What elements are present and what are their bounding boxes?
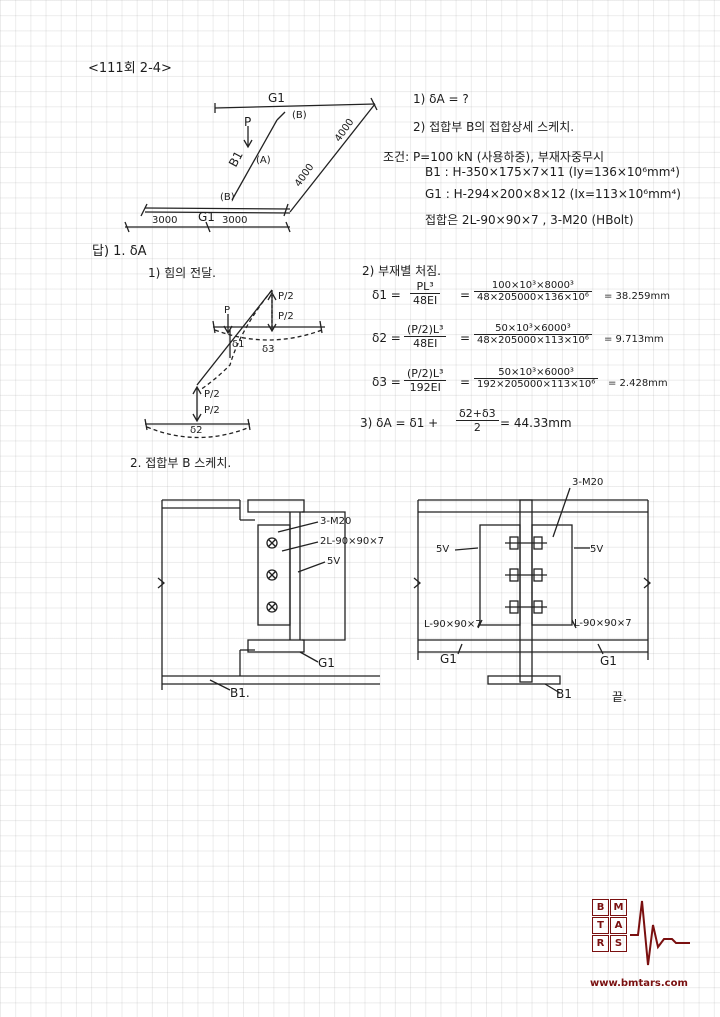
logo-pulse-icon [630, 900, 690, 966]
eq1-result: = 38.259mm [604, 291, 671, 302]
right-sketch-bolt-label: 3-M20 [572, 477, 604, 488]
question-2: 2) 접합부 B의 접합상세 스케치. [413, 120, 575, 134]
plan-dim-left: 3000 [152, 215, 178, 226]
right-sketch-g1-right-label: G1 [600, 654, 617, 668]
logo-letter: B [592, 899, 609, 916]
deflection-label-d3: δ3 [262, 344, 275, 355]
plan-beam-g1-bottom [144, 207, 291, 210]
right-sketch-weld-left-label: 5V [436, 544, 450, 555]
eq4-result: = 44.33mm [500, 416, 572, 430]
left-sketch-bolt-label: 3-M20 [320, 516, 352, 527]
left-sketch-bolt [266, 601, 278, 613]
logo-letter: T [592, 917, 609, 934]
plan-beam-right [289, 103, 376, 213]
answer-heading: 답) 1. δA [92, 244, 147, 259]
left-sketch-angle-label: 2L-90×90×7 [320, 536, 384, 547]
page-title: <111회 2-4> [88, 61, 172, 76]
question-1: 1) δA = ? [413, 92, 469, 106]
plan-label-g1-top: G1 [268, 91, 285, 105]
left-sketch-weld-label: 5V [327, 556, 341, 567]
left-sketch-bolt [266, 569, 278, 581]
right-sketch-b1-web [519, 499, 533, 683]
left-sketch-g1-label: G1 [318, 656, 335, 670]
eq1-lhs: δ1 = [372, 288, 401, 302]
answer-step-2: 2) 부재별 처짐. [362, 264, 441, 278]
plan-label-p: P [244, 115, 252, 129]
eq1-equals: = [460, 288, 471, 302]
deflection-label-p-load: P [224, 305, 231, 316]
condition-line-4: 접합은 2L-90×90×7 , 3-M20 (HBolt) [425, 213, 634, 227]
plan-label-b-top: (B) [292, 110, 307, 121]
right-sketch-weld-right-label: 5V [590, 544, 604, 555]
deflection-label-d2: δ2 [190, 425, 203, 436]
eq2-result: = 9.713mm [604, 334, 664, 345]
plan-beam-g1-top [214, 103, 376, 109]
logo-letter: S [610, 935, 627, 952]
plan-label-g1-bottom: G1 [198, 210, 215, 224]
right-sketch-angle-right-label: L-90×90×7 [574, 618, 632, 629]
condition-line-1: 조건: P=100 kN (사용하중), 부재자중무시 [383, 150, 605, 164]
eq3-equals: = [460, 375, 471, 389]
eq2-equals: = [460, 331, 471, 345]
deflection-label-p-low2: P/2 [204, 405, 220, 416]
right-sketch-angle-left-label: L-90×90×7 [424, 619, 482, 630]
plan-label-b-bottom: (B) [220, 192, 235, 203]
plan-label-a: (A) [256, 155, 271, 166]
deflection-label-d1: δ1 [232, 339, 245, 350]
logo-letter: A [610, 917, 627, 934]
plan-dim-right: 3000 [222, 215, 248, 226]
left-sketch-bolt [266, 537, 278, 549]
right-sketch-b1-bottom-flange [487, 675, 561, 685]
left-sketch-b1-label: B1. [230, 686, 250, 700]
right-sketch-bolts [505, 536, 547, 614]
eq2-lhs: δ2 = [372, 331, 401, 345]
end-mark: 끝. [612, 690, 627, 704]
bmtars-logo: B M T A R S www.bmtars.com [590, 895, 692, 990]
eq4-lhs: 3) δA = δ1 + [360, 416, 439, 430]
answer-step-1: 1) 힘의 전달. [148, 266, 216, 280]
deflection-label-p-low1: P/2 [204, 389, 220, 400]
deflection-label-p-top: P/2 [278, 291, 294, 302]
left-sketch-g1-top-flange [247, 499, 305, 513]
logo-url: www.bmtars.com [590, 978, 688, 989]
eq3-result: = 2.428mm [608, 378, 668, 389]
sketch-title: 2. 접합부 B 스케치. [130, 456, 232, 470]
plan-beam-b1 [231, 119, 278, 201]
deflection-label-p-mid: P/2 [278, 311, 294, 322]
right-sketch-g1-left-label: G1 [440, 652, 457, 666]
logo-letter: M [610, 899, 627, 916]
left-sketch-angle-plate [257, 524, 291, 626]
condition-line-2: B1 : H-350×175×7×11 (Iy=136×10⁶mm⁴) [425, 165, 680, 179]
eq3-lhs: δ3 = [372, 375, 401, 389]
deflection-beam-inclined [196, 289, 273, 386]
right-sketch-b1-label: B1 [556, 687, 572, 701]
left-sketch-g1-bottom-flange [247, 639, 305, 653]
logo-letter: R [592, 935, 609, 952]
condition-line-3: G1 : H-294×200×8×12 (Ix=113×10⁶mm⁴) [425, 187, 681, 201]
